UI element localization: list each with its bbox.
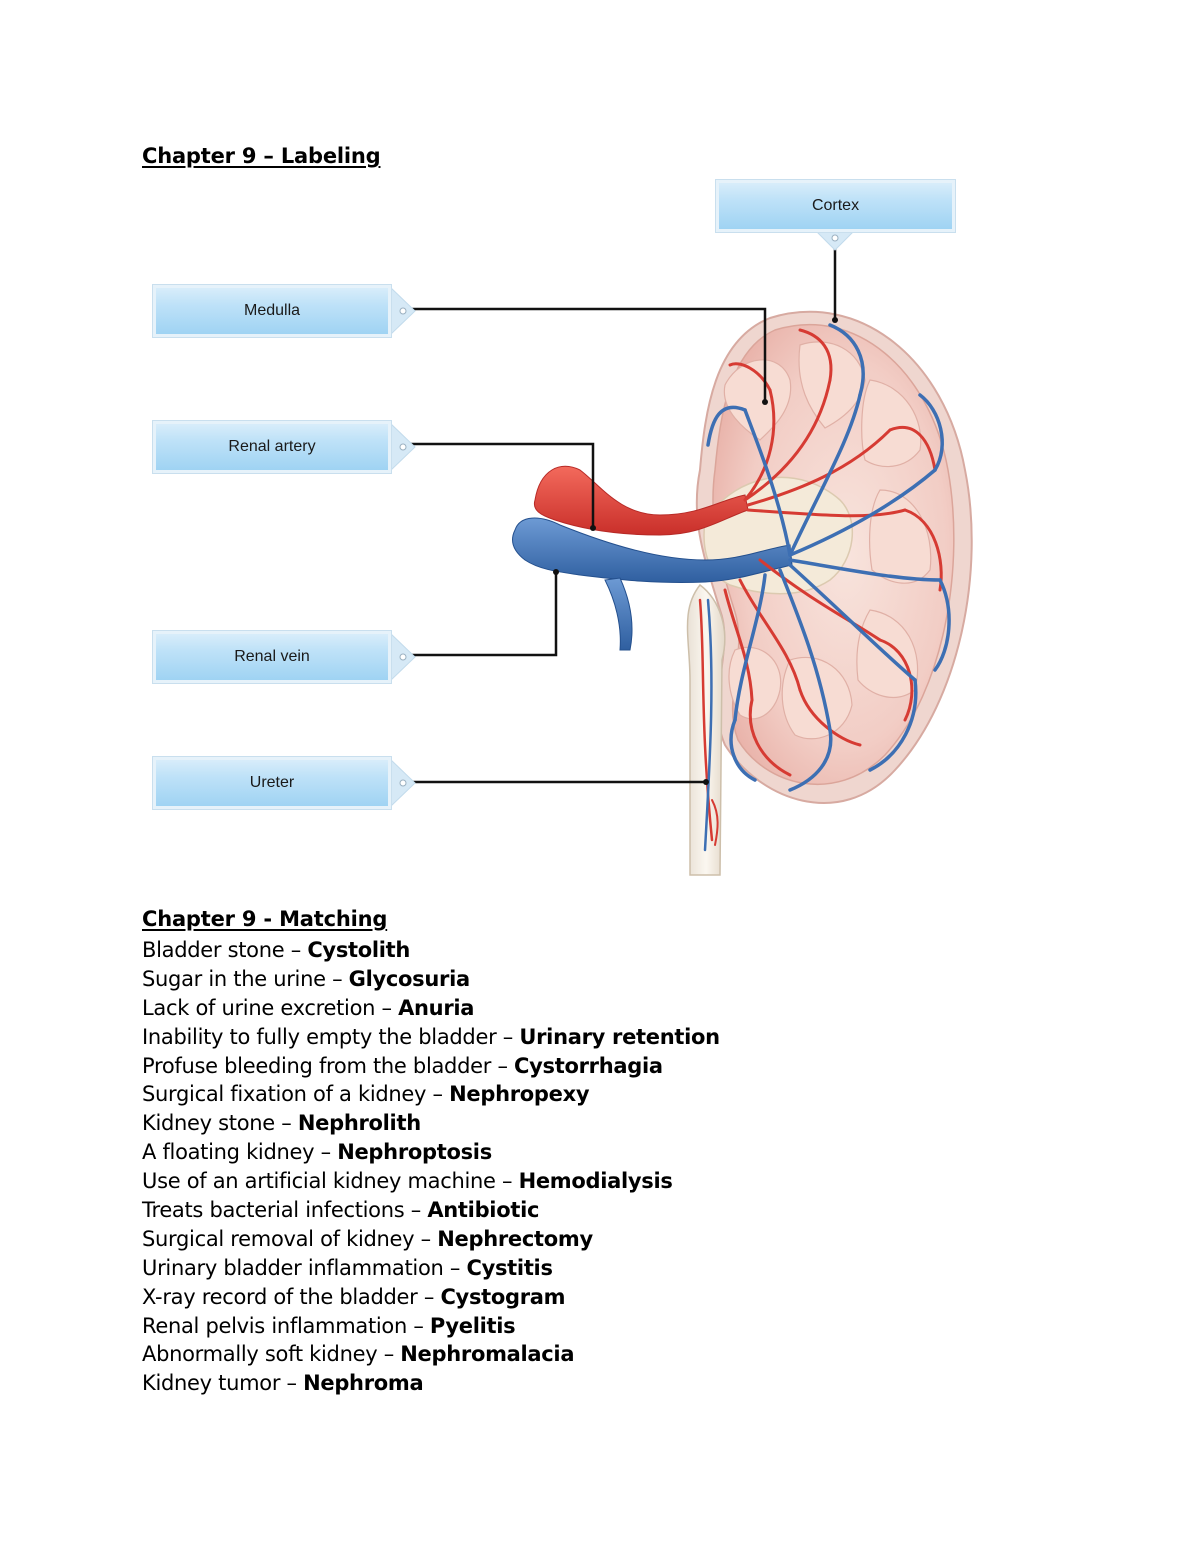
matching-answer: Glycosuria bbox=[348, 966, 470, 991]
matching-separator: – bbox=[314, 1140, 338, 1165]
matching-answer: Cystolith bbox=[307, 938, 411, 962]
renal-artery-label[interactable]: Renal artery bbox=[153, 421, 391, 473]
matching-prompt: Sugar in the urine bbox=[142, 966, 326, 991]
matching-separator: – bbox=[495, 1169, 519, 1194]
medullary-pyramids bbox=[723, 341, 932, 740]
renal-vein-label-text: Renal vein bbox=[234, 648, 310, 665]
matching-answer: Urinary retention bbox=[519, 1024, 720, 1049]
matching-item: X-ray record of the bladder – Cystogram bbox=[142, 1283, 1042, 1312]
matching-item: Lack of urine excretion – Anuria bbox=[142, 994, 1042, 1023]
renal-artery-vessel bbox=[533, 465, 749, 536]
matching-prompt: Urinary bladder inflammation bbox=[142, 1255, 444, 1280]
matching-prompt: Surgical fixation of a kidney bbox=[142, 1082, 427, 1107]
matching-item: Profuse bleeding from the bladder – Cyst… bbox=[142, 1052, 1042, 1081]
matching-answer: Nephrolith bbox=[297, 1111, 421, 1136]
matching-separator: – bbox=[280, 1371, 304, 1396]
matching-item: A floating kidney – Nephroptosis bbox=[142, 1138, 1042, 1167]
matching-separator: – bbox=[274, 1111, 298, 1136]
matching-prompt: Kidney stone bbox=[142, 1111, 275, 1136]
matching-item: Urinary bladder inflammation – Cystitis bbox=[142, 1254, 1042, 1283]
matching-separator: – bbox=[377, 1342, 401, 1367]
matching-answer: Nephromalacia bbox=[400, 1342, 575, 1367]
matching-separator: – bbox=[375, 995, 399, 1020]
ureter-label-text: Ureter bbox=[249, 774, 295, 791]
matching-item: Surgical fixation of a kidney – Nephrope… bbox=[142, 1080, 1042, 1109]
matching-heading: Chapter 9 - Matching bbox=[142, 907, 388, 931]
matching-prompt: Renal pelvis inflammation bbox=[142, 1313, 407, 1338]
ureter-tube bbox=[686, 583, 726, 876]
matching-separator: – bbox=[404, 1198, 428, 1223]
matching-item: Surgical removal of kidney – Nephrectomy bbox=[142, 1225, 1042, 1254]
matching-answer: Cystorrhagia bbox=[514, 1053, 663, 1078]
matching-item: Treats bacterial infections – Antibiotic bbox=[142, 1196, 1042, 1225]
matching-item: Inability to fully empty the bladder – U… bbox=[142, 1023, 1042, 1052]
matching-prompt: Bladder stone bbox=[142, 938, 285, 962]
matching-item: Bladder stone – Cystolith bbox=[142, 936, 1042, 965]
matching-item: Sugar in the urine – Glycosuria bbox=[142, 965, 1042, 994]
matching-prompt: Profuse bleeding from the bladder bbox=[142, 1053, 492, 1078]
matching-answer: Anuria bbox=[398, 995, 475, 1020]
kidney-diagram: Cortex Medulla Renal artery Renal vein U… bbox=[153, 180, 973, 876]
matching-prompt: Kidney tumor bbox=[142, 1371, 281, 1396]
matching-answer: Hemodialysis bbox=[518, 1169, 673, 1194]
renal-vein-vessel bbox=[512, 517, 793, 584]
matching-prompt: Abnormally soft kidney bbox=[142, 1342, 378, 1367]
matching-answer: Nephroma bbox=[303, 1371, 424, 1396]
matching-answer: Nephroptosis bbox=[337, 1140, 492, 1165]
matching-separator: – bbox=[496, 1024, 520, 1049]
matching-separator: – bbox=[325, 966, 349, 991]
labeling-heading: Chapter 9 – Labeling bbox=[142, 144, 381, 168]
kidney-illustration bbox=[388, 229, 973, 876]
matching-item: Renal pelvis inflammation – Pyelitis bbox=[142, 1312, 1042, 1341]
kidney-vessel-branches bbox=[698, 323, 951, 852]
matching-answer: Nephrectomy bbox=[437, 1226, 593, 1251]
matching-item: Kidney tumor – Nephroma bbox=[142, 1369, 1042, 1398]
medulla-label-text: Medulla bbox=[243, 302, 301, 319]
matching-answer: Pyelitis bbox=[429, 1313, 516, 1338]
leader-lines bbox=[403, 238, 837, 784]
matching-item: Use of an artificial kidney machine – He… bbox=[142, 1167, 1042, 1196]
matching-prompt: X-ray record of the bladder bbox=[142, 1284, 418, 1309]
medulla-label[interactable]: Medulla bbox=[153, 285, 391, 337]
matching-separator: – bbox=[414, 1226, 438, 1251]
matching-answer: Antibiotic bbox=[427, 1198, 540, 1223]
matching-prompt: Lack of urine excretion bbox=[142, 995, 376, 1020]
matching-answer: Nephropexy bbox=[449, 1082, 590, 1107]
matching-separator: – bbox=[284, 938, 308, 962]
matching-item: Kidney stone – Nephrolith bbox=[142, 1109, 1042, 1138]
matching-separator: – bbox=[443, 1255, 467, 1280]
matching-list: Bladder stone – Cystolith Sugar in the u… bbox=[142, 936, 1042, 1398]
matching-item: Abnormally soft kidney – Nephromalacia bbox=[142, 1340, 1042, 1369]
matching-separator: – bbox=[491, 1053, 515, 1078]
matching-separator: – bbox=[426, 1082, 450, 1107]
matching-prompt: Use of an artificial kidney machine bbox=[142, 1169, 496, 1194]
cortex-label[interactable]: Cortex bbox=[716, 180, 955, 232]
renal-vein-label[interactable]: Renal vein bbox=[153, 631, 391, 683]
matching-prompt: A floating kidney bbox=[142, 1140, 315, 1165]
ureter-label[interactable]: Ureter bbox=[153, 757, 391, 809]
matching-prompt: Treats bacterial infections bbox=[142, 1198, 405, 1223]
matching-prompt: Surgical removal of kidney bbox=[142, 1226, 415, 1251]
matching-separator: – bbox=[406, 1313, 430, 1338]
matching-answer: Cystogram bbox=[440, 1284, 566, 1309]
cortex-label-text: Cortex bbox=[811, 197, 860, 214]
matching-separator: – bbox=[417, 1284, 441, 1309]
matching-answer: Cystitis bbox=[466, 1255, 553, 1280]
matching-prompt: Inability to fully empty the bladder bbox=[142, 1024, 497, 1049]
renal-artery-label-text: Renal artery bbox=[228, 438, 316, 455]
